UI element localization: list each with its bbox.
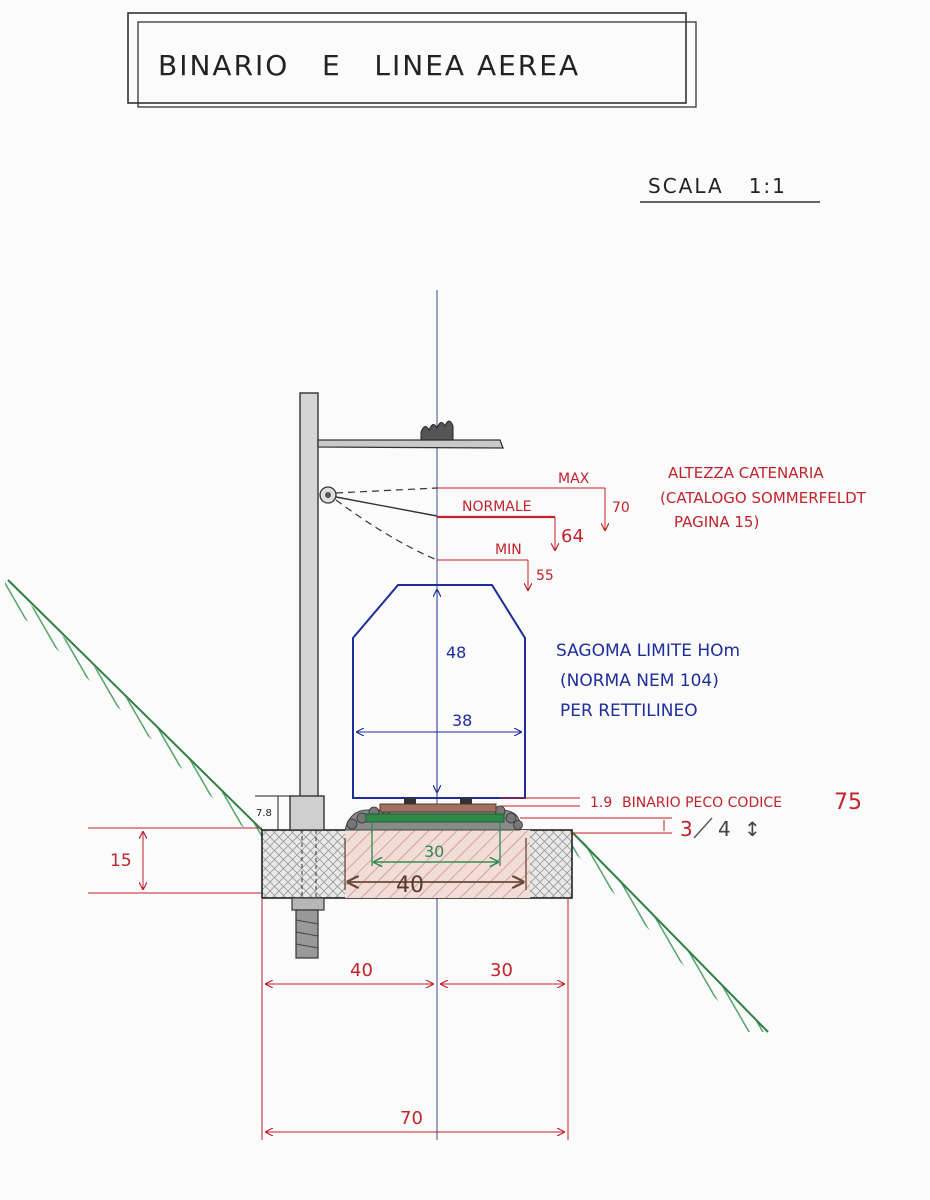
gauge-width: 38 bbox=[452, 711, 472, 730]
value-normal: 64 bbox=[561, 526, 584, 547]
gauge-note-line2: (NORMA NEM 104) bbox=[560, 671, 719, 691]
total-width: 70 bbox=[400, 1108, 423, 1129]
left-width: 40 bbox=[350, 960, 373, 981]
catenary-pole bbox=[289, 392, 325, 959]
gauge-note-line3: PER RETTILINEO bbox=[560, 701, 698, 721]
right-embankment bbox=[569, 828, 769, 1033]
sleeper-inner-width: 30 bbox=[424, 842, 444, 861]
rail-annotations: 1.9 BINARIO PECO CODICE 75 3 4 ↕ bbox=[500, 790, 862, 841]
catenary-dimensions: MAX 70 NORMALE 64 MIN 55 ALTEZZA CATENAR… bbox=[437, 464, 867, 590]
ballast-new: 4 bbox=[718, 817, 731, 841]
sleeper-outer-width: 40 bbox=[396, 873, 424, 898]
scale-note: SCALA 1:1 bbox=[640, 174, 820, 203]
catenary-note-line3: PAGINA 15) bbox=[674, 513, 759, 531]
value-min: 55 bbox=[536, 568, 554, 584]
catenary-note-line1: ALTEZZA CATENARIA bbox=[668, 464, 824, 482]
right-width: 30 bbox=[490, 960, 513, 981]
gauge-height: 48 bbox=[446, 643, 466, 662]
gauge-note-line1: SAGOMA LIMITE HOm bbox=[556, 641, 740, 661]
pole-base-height: 7.8 bbox=[256, 808, 272, 819]
label-min: MIN bbox=[495, 542, 522, 558]
value-max: 70 bbox=[612, 500, 630, 516]
ballast-old: 3 bbox=[680, 817, 693, 841]
scale-text: SCALA 1:1 bbox=[648, 174, 787, 198]
cantilever-arm bbox=[317, 420, 504, 561]
left-dimensions: 7.8 15 bbox=[88, 795, 290, 894]
ballast-arrow: ↕ bbox=[744, 817, 761, 841]
bottom-dimensions: 40 30 70 bbox=[261, 898, 569, 1140]
left-embankment bbox=[5, 579, 263, 845]
label-normal: NORMALE bbox=[462, 499, 532, 515]
embankment-height: 15 bbox=[110, 851, 132, 871]
label-max: MAX bbox=[558, 471, 590, 487]
rail-code: 75 bbox=[834, 790, 862, 815]
rail-note: BINARIO PECO CODICE bbox=[622, 795, 782, 811]
title-box: BINARIO E LINEA AEREA bbox=[127, 12, 697, 108]
catenary-note-line2: (CATALOGO SOMMERFELDT bbox=[660, 489, 867, 507]
track-assembly: 30 40 bbox=[344, 798, 527, 898]
rail-height: 1.9 bbox=[590, 795, 612, 811]
clearance-gauge: 48 38 SAGOMA LIMITE HOm (NORMA NEM 104) … bbox=[352, 584, 740, 799]
title-text: BINARIO E LINEA AEREA bbox=[158, 49, 580, 82]
